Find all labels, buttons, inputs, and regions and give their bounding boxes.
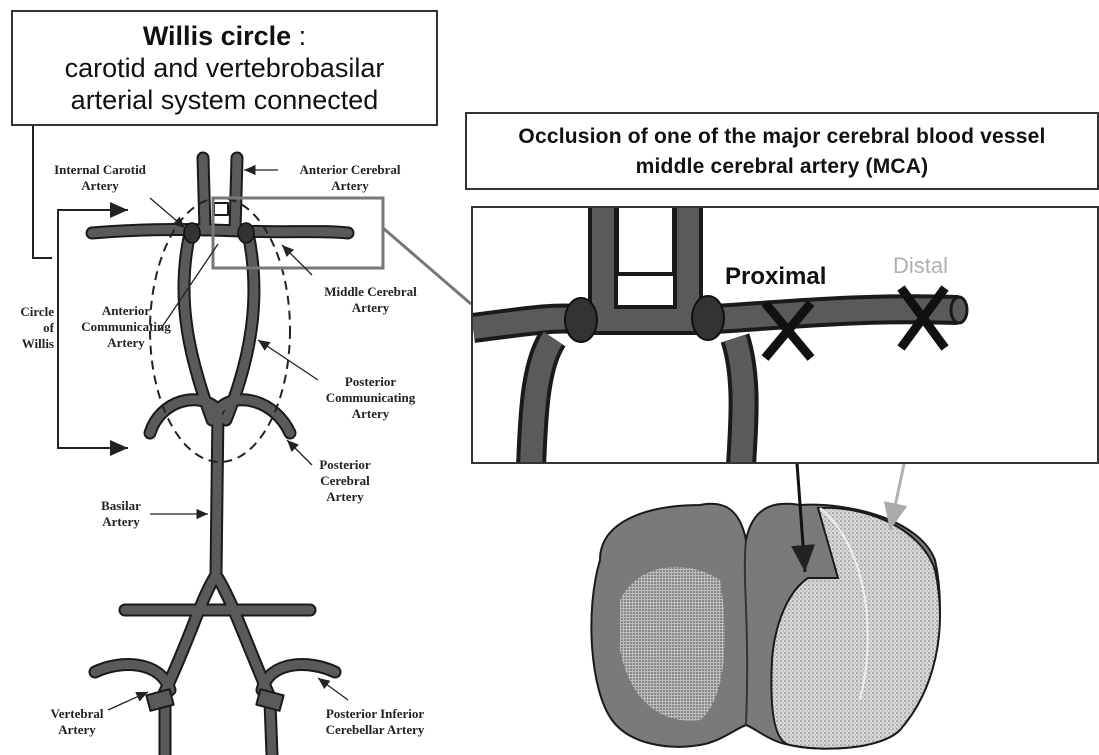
distal-label: Distal <box>893 253 948 279</box>
left-carotid-node <box>184 223 200 243</box>
right-carotid-node <box>238 223 254 243</box>
zoom-left-node <box>565 298 597 342</box>
zoom-right-node <box>692 296 724 340</box>
proximal-label: Proximal <box>725 263 826 291</box>
brain-section <box>591 504 940 749</box>
zoom-vessels <box>473 208 1099 464</box>
zoom-box: Proximal Distal <box>471 206 1099 464</box>
